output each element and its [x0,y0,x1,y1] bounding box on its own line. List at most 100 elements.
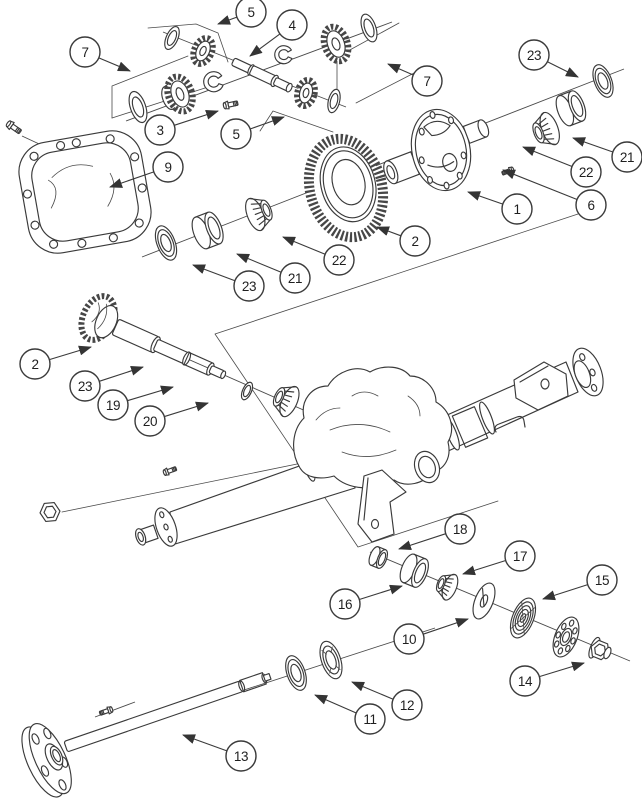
callout-17: 17 [462,540,536,576]
callout-leader-4 [249,33,281,57]
differential-pinion-gear [294,78,317,108]
housing-casting-lines [316,392,420,457]
callout-bubble-7 [69,36,101,68]
pinion-cross-shaft [230,56,294,94]
callout-23: 23 [518,39,579,78]
callout-bubble-5 [235,0,267,28]
callout-number: 23 [527,48,541,63]
callout-number: 5 [232,127,239,142]
callout-leader-23 [192,264,236,282]
callout-number: 22 [579,165,593,180]
callout-leader-11 [314,694,357,714]
callout-number: 16 [338,597,352,612]
callout-14: 14 [509,661,585,697]
axle-shaft [13,671,272,800]
callout-number: 9 [164,160,171,175]
tube-ring [477,401,498,436]
callout-23: 23 [69,365,144,402]
callout-bubble-4 [276,9,308,41]
callout-11: 11 [314,694,386,735]
callout-bubble-22 [570,156,602,188]
callout-bubble-20 [134,405,166,437]
differential-internals [125,11,381,126]
callout-7: 7 [387,63,443,97]
callout-leader-12 [351,681,394,700]
callout-22: 22 [522,146,602,188]
axle-housing [134,344,609,549]
bracket-group-5-top [148,24,228,62]
tapered-roller-bearing [241,192,278,234]
callout-number: 1 [513,202,520,217]
callout-18: 18 [398,513,476,551]
spring-perch-edge [520,366,548,382]
callout-leader-20 [164,401,209,418]
callout-number: 19 [106,398,120,413]
carrier-journal [463,118,490,143]
axle-nut [587,636,613,663]
callout-6: 6 [502,169,607,221]
callout-leader-5 [249,116,285,130]
thrust-washer-c-clip [201,69,226,94]
cross-shaft-lock-bolt [222,98,239,111]
callout-bubble-9 [152,151,184,183]
gasket-bolt-holes [16,128,155,256]
axis-differential [141,68,625,258]
left-tube-flange [151,505,182,549]
callout-leader-19 [127,385,174,402]
callout-bubble-3 [144,114,176,146]
callout-leader-17 [462,559,506,576]
leader-pinion-nut [62,463,302,512]
callout-leader-23 [99,365,144,382]
thrust-washer [161,24,183,52]
callout-bubble-2 [19,348,51,380]
spring-perch-hole [541,379,549,389]
callout-number: 23 [242,279,256,294]
callout-number: 22 [332,253,346,268]
callout-2: 2 [376,225,431,257]
thrust-washer-c-clip [272,43,296,67]
axle-bearing-retainer-ring [281,652,311,694]
callout-number: 14 [518,674,533,689]
callout-leader-22 [282,236,326,255]
callout-21: 21 [236,253,311,294]
callout-bubble-5 [220,118,252,150]
axle-shaft-body [64,671,272,753]
callout-bubble-21 [279,262,311,294]
axle-oil-seal [505,595,540,642]
callout-5: 5 [217,0,267,28]
callout-number: 21 [620,150,634,165]
callout-16: 16 [329,584,403,620]
callout-leader-7 [387,63,414,76]
callout-15: 15 [542,564,618,601]
thrust-washer [325,87,343,115]
carrier-flange [404,104,478,196]
callout-2: 2 [19,345,92,380]
pinion-washer [238,380,256,402]
callout-leader-14 [539,661,585,678]
callout-bubble-23 [518,39,550,71]
callout-leader-2 [376,226,402,237]
bearing-cup [187,209,228,252]
callout-bubble-1 [501,193,533,225]
callout-4: 4 [249,9,308,57]
callout-number: 4 [288,18,296,33]
shock-bracket [358,470,406,542]
pinion-nut [38,501,62,523]
callout-bubble-17 [504,540,536,572]
pinion-tapered-bearing [268,379,304,420]
callout-leader-7 [98,57,131,72]
callout-leader-3 [174,109,219,126]
callout-leader-10 [423,618,469,635]
callout-bubble-15 [586,564,618,596]
callout-bubble-6 [575,189,607,221]
callout-5: 5 [220,116,285,150]
callout-bubble-10 [393,623,425,655]
differential-case [381,104,491,196]
bracket-long-diagonal [215,214,578,547]
callout-bubble-7 [411,65,443,97]
shock-bracket-edge [364,478,368,520]
callout-number: 13 [234,749,248,764]
callout-20: 20 [134,401,209,437]
